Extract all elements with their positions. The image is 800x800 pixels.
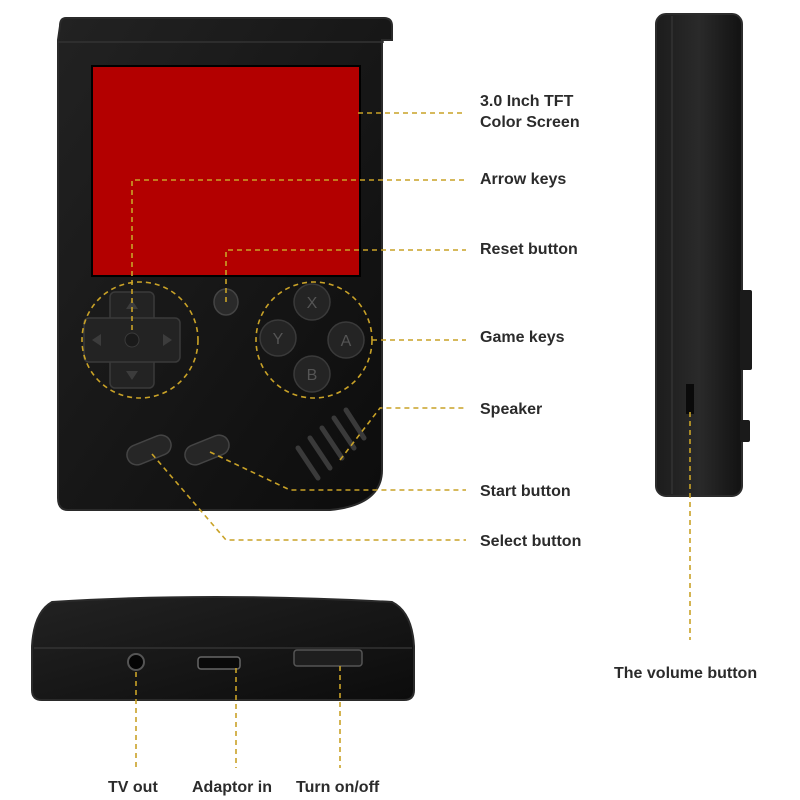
select-button[interactable] bbox=[124, 432, 174, 468]
label-screen-line1: 3.0 Inch TFT bbox=[480, 93, 574, 110]
volume-button[interactable] bbox=[740, 290, 752, 370]
b-key[interactable] bbox=[293, 355, 331, 393]
label-volume-button: The volume button bbox=[614, 665, 758, 682]
label-speaker: Speaker bbox=[480, 401, 543, 418]
leader-lines bbox=[81, 112, 691, 768]
power-switch[interactable] bbox=[293, 649, 363, 667]
b-key-letter: B bbox=[307, 367, 318, 384]
tv-out-port[interactable] bbox=[127, 653, 145, 671]
console-side bbox=[655, 13, 752, 497]
label-select-button: Select button bbox=[480, 533, 582, 550]
console-front: X Y A B bbox=[57, 17, 393, 511]
console-bottom bbox=[31, 596, 415, 701]
game-keys bbox=[259, 283, 365, 393]
label-screen-line2: Color Screen bbox=[480, 114, 580, 131]
adaptor-port[interactable] bbox=[197, 656, 241, 670]
label-reset-button: Reset button bbox=[480, 241, 578, 258]
tft-screen bbox=[92, 66, 360, 276]
label-turn-on-off: Turn on/off bbox=[296, 779, 380, 796]
y-key[interactable] bbox=[259, 319, 297, 357]
x-key[interactable] bbox=[293, 283, 331, 321]
y-key-letter: Y bbox=[273, 331, 284, 348]
a-key-letter: A bbox=[341, 333, 352, 350]
start-button[interactable] bbox=[182, 432, 232, 468]
x-key-letter: X bbox=[307, 295, 318, 312]
label-adaptor-in: Adaptor in bbox=[192, 779, 272, 796]
a-key[interactable] bbox=[327, 321, 365, 359]
label-arrow-keys: Arrow keys bbox=[480, 171, 567, 188]
speaker-grille bbox=[295, 407, 367, 481]
label-tv-out: TV out bbox=[108, 779, 158, 796]
label-start-button: Start button bbox=[480, 483, 571, 500]
label-game-keys: Game keys bbox=[480, 329, 565, 346]
